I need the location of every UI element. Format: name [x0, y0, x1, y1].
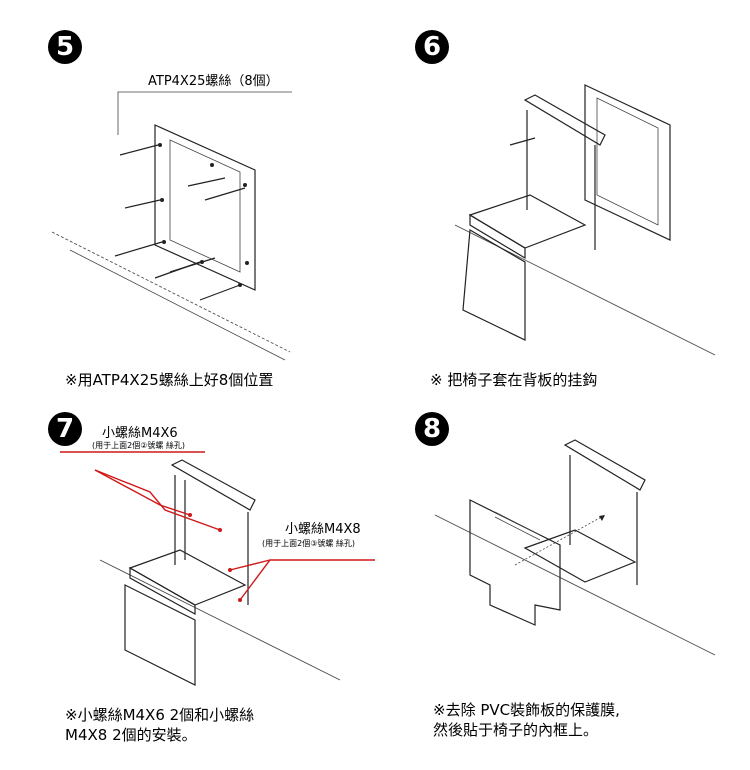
step-7-number-badge: 7	[48, 412, 82, 446]
step-7-illustration	[60, 451, 375, 686]
step-5-illustration	[51, 91, 292, 361]
step-8-caption-line-2: 然後貼于椅子的內框上。	[433, 721, 599, 739]
step-7-m4x6-note: (用于上面2個②號螺 絲孔)	[92, 441, 186, 450]
step-7-caption-line-1: ※小螺絲M4X6 2個和小螺絲	[65, 706, 255, 724]
step-8-number-badge: 8	[415, 412, 449, 446]
step-7-m4x6-label: 小螺絲M4X6	[102, 426, 178, 441]
step-5-screw-label: ATP4X25螺絲（8個）	[148, 74, 279, 89]
step-5-caption: ※用ATP4X25螺絲上好8個位置	[65, 371, 274, 389]
step-6-caption: ※ 把椅子套在背板的挂鈎	[430, 371, 598, 389]
step-7-m4x8-label: 小螺絲M4X8	[285, 522, 361, 537]
step-8-caption-line-1: ※去除 PVC裝飾板的保護膜,	[433, 701, 620, 719]
step-7-panel: 7 小螺絲M4X6 (用于上面2個②號螺 絲孔) 小螺絲M4X8 (用于上面2個…	[0, 400, 375, 770]
step-8-illustration	[434, 439, 716, 656]
step-6-panel: 6 ※ 把椅子套在背板的挂鈎	[375, 0, 750, 400]
step-6-illustration	[454, 84, 716, 356]
step-5-number-badge: 5	[48, 30, 82, 64]
step-6-number-badge: 6	[415, 30, 449, 64]
step-8-panel: 8 ※去除 PVC裝飾板的保護膜, 然後貼于椅子的內框上。	[375, 400, 750, 770]
step-7-m4x8-note: (用于上面2個③號螺 絲孔)	[262, 539, 356, 548]
step-5-panel: 5 ATP4X25螺絲（8個） ※用ATP4X25螺絲上好8個位置	[0, 0, 375, 400]
step-7-caption-line-2: M4X8 2個的安裝。	[65, 726, 197, 744]
